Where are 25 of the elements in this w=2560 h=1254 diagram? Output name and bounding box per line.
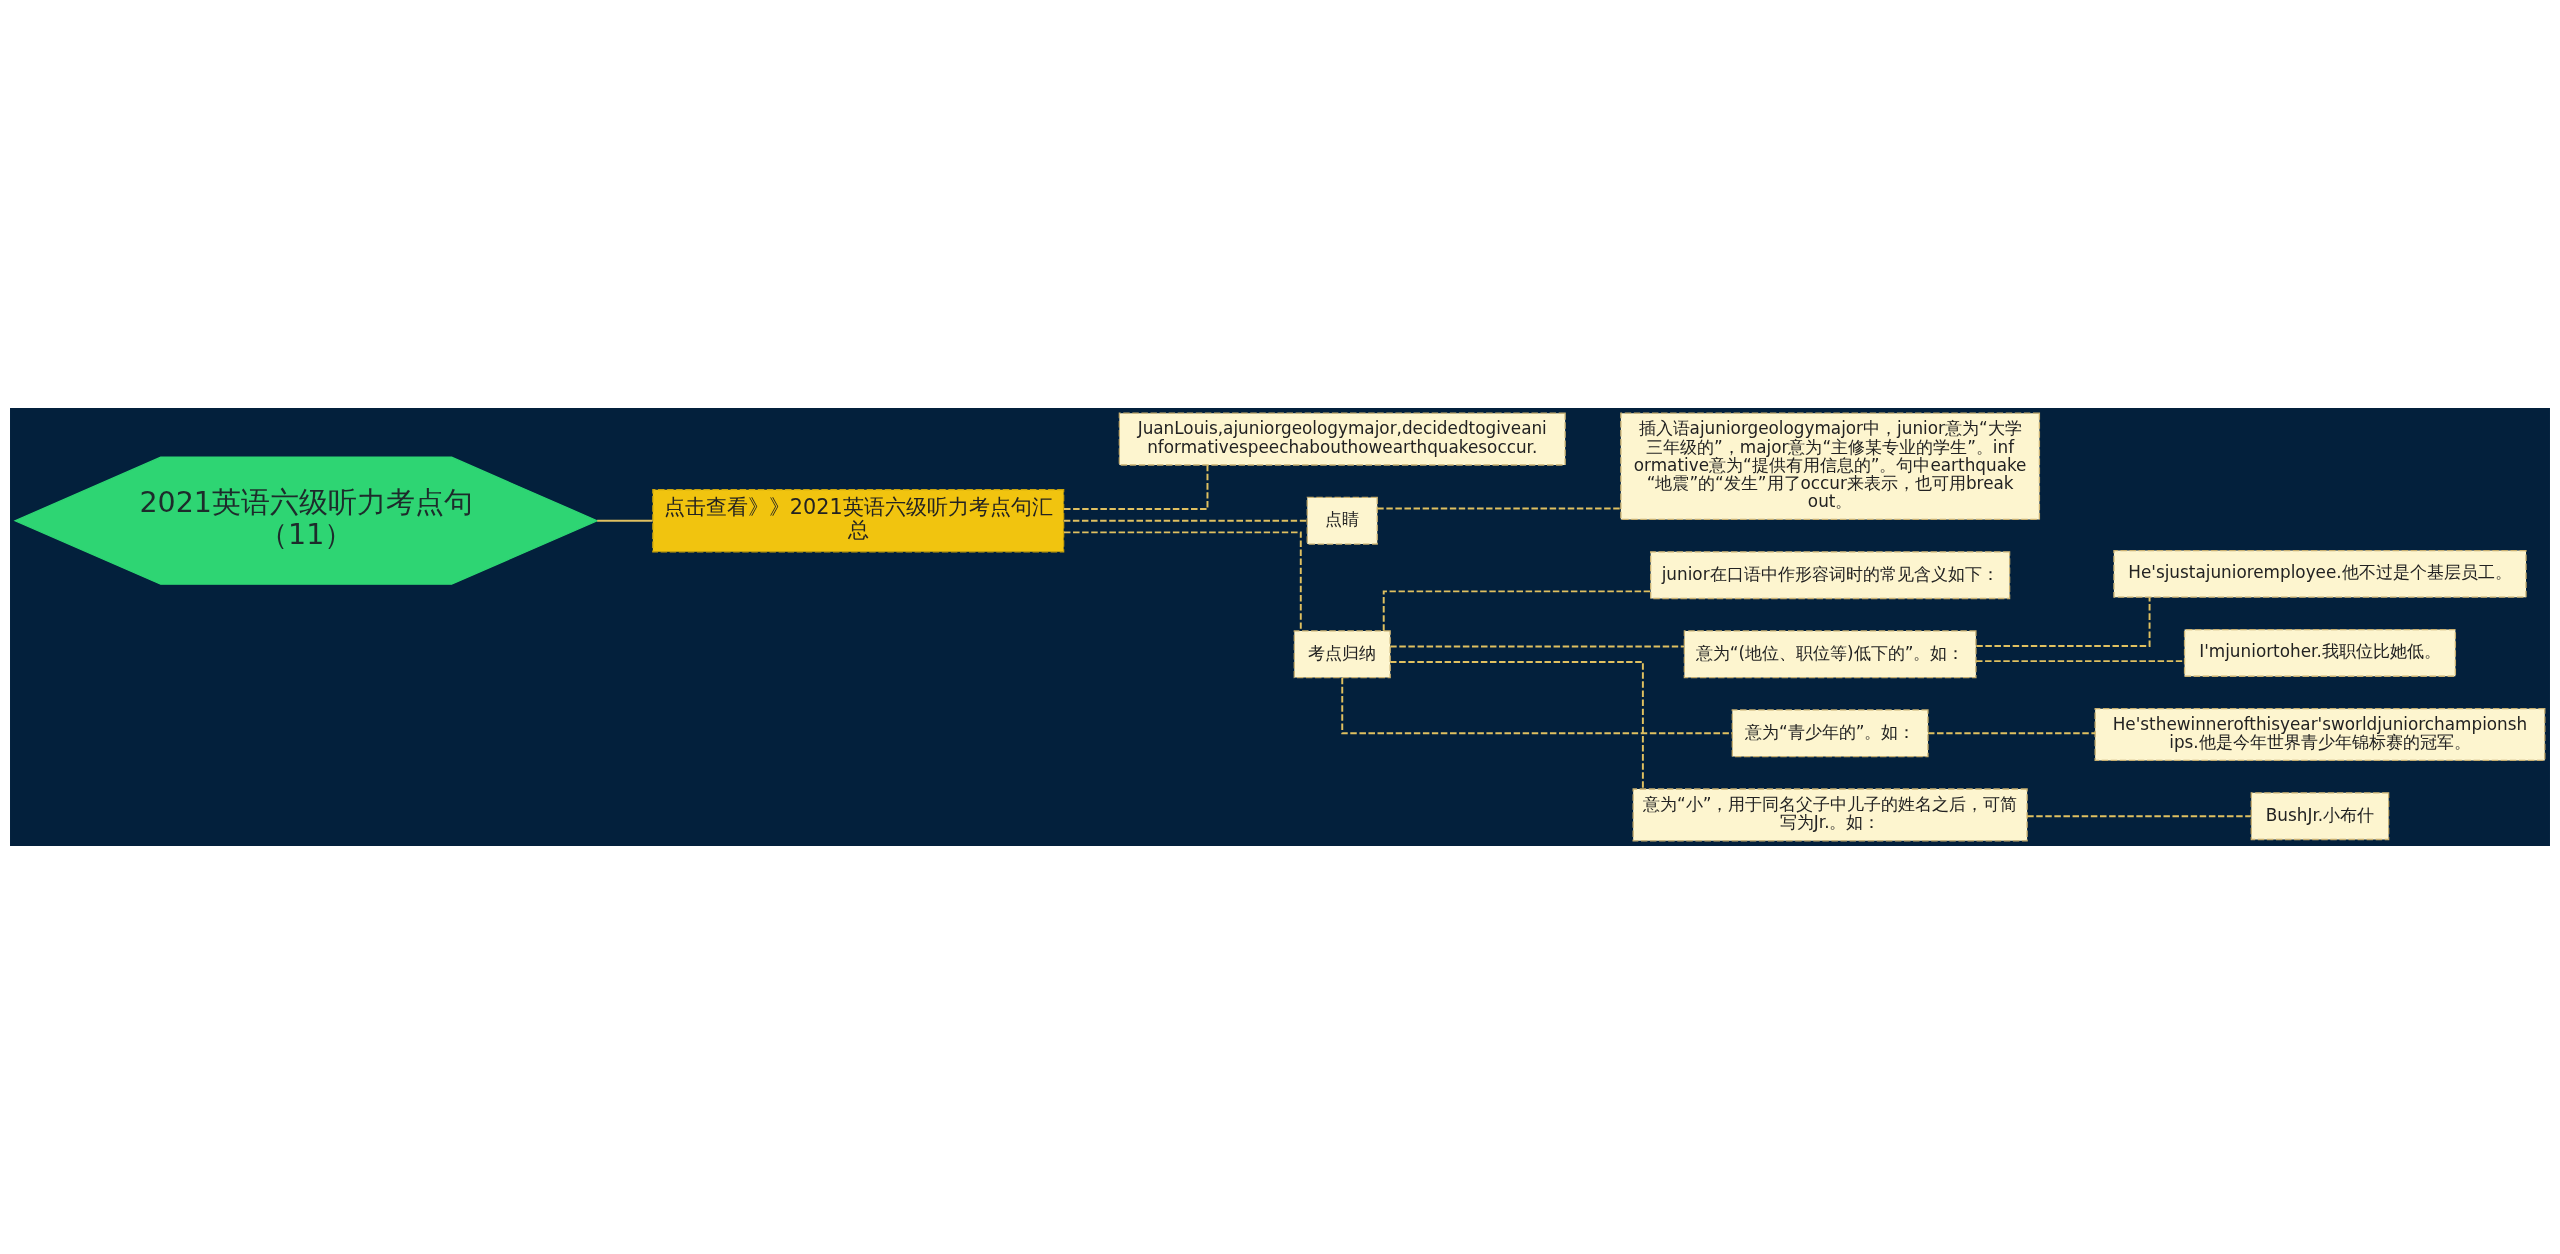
node-box: 点睛 bbox=[1306, 496, 1378, 545]
node-box: 意为“小”，用于同名父子中儿子的姓名之后，可简写为Jr.。如： bbox=[1632, 788, 2028, 842]
connector bbox=[1063, 531, 1302, 632]
connector bbox=[1341, 676, 1733, 735]
node-box: JuanLouis,ajuniorgeologymajor,decidedtogiveaninformativespeechabouthowearthquakesoccur. bbox=[1118, 412, 1566, 466]
node-box: I'mjuniortoher.我职位比她低。 bbox=[2183, 628, 2457, 677]
connector bbox=[1376, 507, 1622, 510]
connector bbox=[1062, 464, 1209, 511]
node-box: 点击查看》》2021英语六级听力考点句汇总 bbox=[652, 489, 1065, 553]
node-box: 插入语ajuniorgeologymajor中，junior意为“大学三年级的”，major意为“主修某专业的学生”。informative意为“提供有用信息的”。句中earthquake“地震”的“发生”用了occur来表示，也可用breakout。 bbox=[1620, 412, 2041, 521]
connector bbox=[2026, 815, 2252, 818]
connector bbox=[1975, 596, 2151, 647]
connector bbox=[1382, 590, 1652, 632]
node-box: He'sjustajunioremployee.他不过是个基层员工。 bbox=[2113, 549, 2527, 598]
connector bbox=[1389, 645, 1686, 648]
connector bbox=[1927, 732, 2097, 735]
connector bbox=[596, 519, 654, 522]
node-box: junior在口语中作形容词时的常见含义如下： bbox=[1650, 551, 2011, 600]
node-box: He'sthewinnerofthisyear'sworldjuniorchampionships.他是今年世界青少年锦标赛的冠军。 bbox=[2094, 708, 2546, 762]
node-box: 意为“青少年的”。如： bbox=[1731, 709, 1929, 758]
node-box: 考点归纳 bbox=[1293, 630, 1391, 679]
connector bbox=[1389, 661, 1644, 790]
node-box: BushJr.小布什 bbox=[2250, 792, 2390, 841]
connector bbox=[1062, 519, 1308, 522]
node-box: 意为“(地位、职位等)低下的”。如： bbox=[1683, 630, 1977, 679]
